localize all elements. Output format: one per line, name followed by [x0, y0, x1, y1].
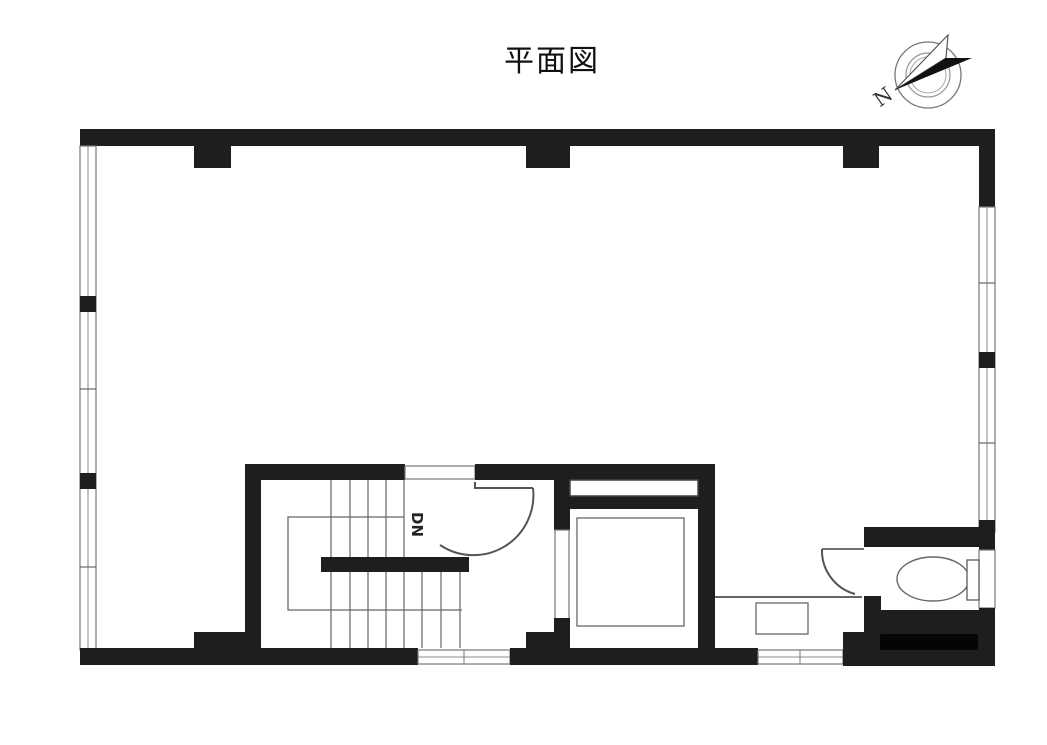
north-label: N	[869, 82, 897, 112]
kitchenette	[715, 596, 862, 635]
elevator	[554, 464, 715, 652]
page-title: 平面図	[504, 44, 600, 79]
stairwell: DN	[245, 464, 715, 652]
toilet-door[interactable]	[820, 548, 864, 595]
stairs-direction-label: DN	[408, 512, 426, 537]
outer-walls	[79, 129, 996, 666]
stairwell-door[interactable]	[439, 482, 535, 557]
north-arrow-icon: N	[869, 33, 972, 112]
toilet	[820, 527, 989, 650]
